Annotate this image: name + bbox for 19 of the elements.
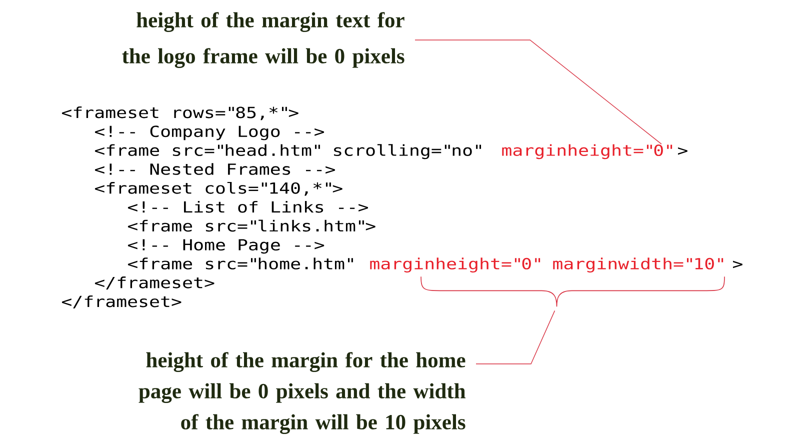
highlighted-code: marginheight="0" [502, 144, 672, 160]
code-text: <frameset rows="85,*"> [62, 106, 298, 120]
code-text: <frameset cols="140,*"> [94, 182, 342, 196]
highlighted-code: marginheight="0" marginwidth="10" [370, 258, 724, 272]
leader-line [476, 310, 556, 364]
code-text: <!-- Nested Frames --> [94, 163, 335, 175]
code-text: </frameset> [94, 276, 214, 290]
callout-text: height of the margin text for the logo frame will be 0 pixels [122, 12, 404, 68]
code-text: <!-- Home Page --> [128, 239, 324, 254]
code-text: <!-- Company Logo --> [94, 126, 324, 140]
code-text: <frame src="head.htm" scrolling="no" [94, 144, 482, 160]
callout-text: height of the margin for the home page will be 0 pixels and the width of the margin will be 10 pixels [138, 352, 466, 434]
leader-line [414, 40, 662, 144]
code-text: > [733, 260, 742, 268]
code-text: > [678, 147, 688, 155]
code-text: <frame src="links.htm"> [128, 220, 376, 232]
code-text: <frame src="home.htm" [128, 258, 353, 270]
code-text: <!-- List of Links --> [128, 200, 368, 213]
code-text: </frameset> [62, 295, 182, 308]
